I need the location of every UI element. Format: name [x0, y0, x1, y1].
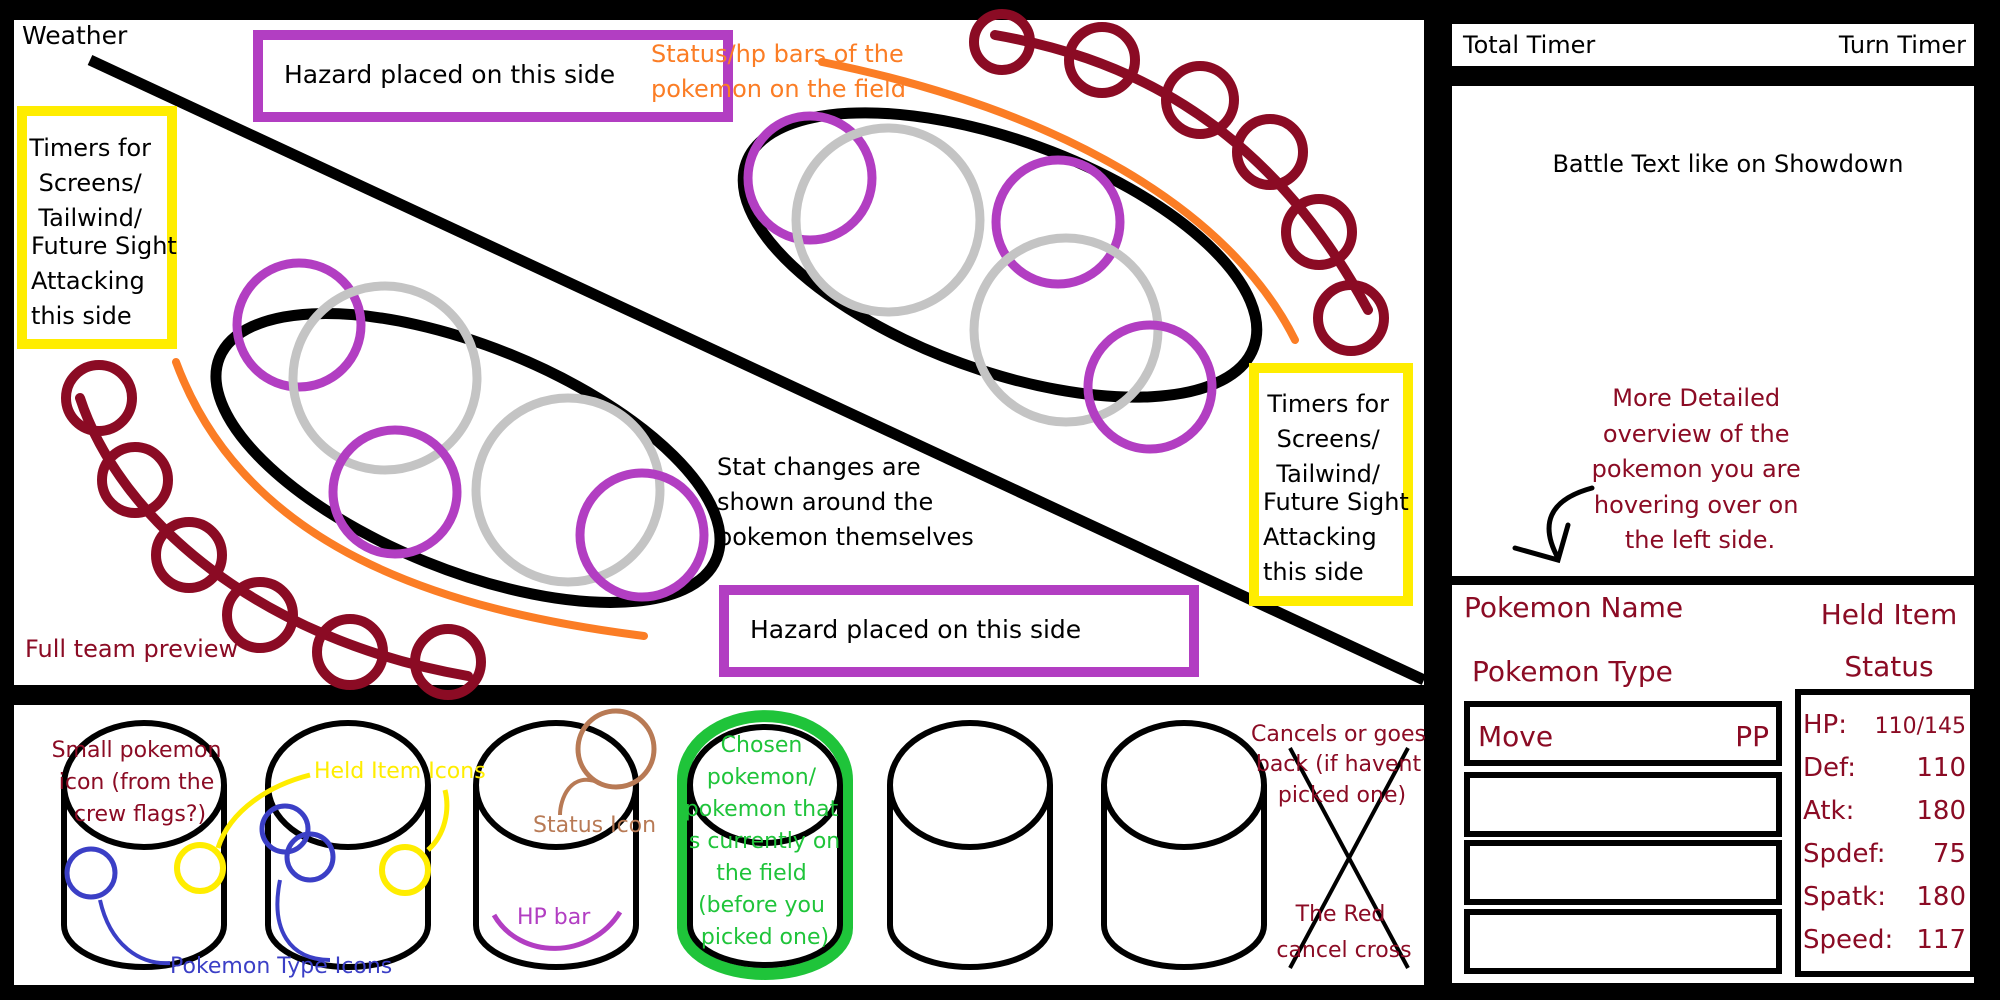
- hazard-box-bottom: Hazard placed on this side: [719, 585, 1199, 677]
- stat-value: 110: [1916, 753, 1966, 783]
- battle-text: Battle Text like on Showdown: [1552, 150, 1903, 178]
- team-slot-5[interactable]: [887, 720, 1053, 970]
- move-button-2[interactable]: [1464, 772, 1782, 837]
- type-icons-note: Pokemon Type Icons: [170, 954, 392, 979]
- detail-arrow: [1512, 485, 1595, 564]
- held-item-icon: [379, 844, 431, 896]
- cancel-note: Cancels or goes back (if havent picked o…: [1251, 722, 1433, 808]
- timers-box-left: Timers for Screens/ Tailwind/ Future Sig…: [17, 106, 184, 349]
- hp-bar-note: HP bar: [517, 905, 591, 930]
- svg-text:PP: PP: [1735, 720, 1769, 753]
- total-timer: Total Timer: [1462, 31, 1595, 59]
- team-slot-3[interactable]: [473, 720, 639, 970]
- detail-overview-note: More Detailed overview of the pokemon yo…: [1592, 384, 1809, 554]
- type-icons-pointer: [98, 879, 331, 966]
- pokemon-type: Pokemon Type: [1472, 655, 1673, 688]
- status-bars-note: Status/hp bars of the pokemon on the fie…: [651, 40, 911, 103]
- stat-label: Def:: [1803, 753, 1856, 783]
- field-divider-line: [87, 55, 1427, 685]
- type-icon: [284, 831, 336, 883]
- cancel-cross-button[interactable]: [1288, 747, 1410, 969]
- player-field-pokemon: [210, 258, 726, 608]
- weather-label: Weather: [22, 21, 128, 50]
- team-slot-6[interactable]: [1101, 720, 1267, 970]
- held-item-icon: [174, 842, 226, 894]
- status-icon-note: Status Icon: [533, 813, 656, 838]
- team-slot-1[interactable]: [61, 720, 227, 970]
- hp-bar-curve: [491, 910, 623, 951]
- move-button-1[interactable]: Move PP: [1464, 701, 1782, 766]
- svg-text:Timers for Screens/: Timers for Screens/ Tailwind/ Future Sig…: [28, 134, 184, 330]
- team-preview-opponent: [969, 9, 1389, 356]
- stat-value: 75: [1933, 839, 1966, 869]
- stat-label: Spatk:: [1803, 882, 1886, 912]
- type-icon: [64, 846, 118, 900]
- team-preview-player: [61, 360, 486, 700]
- turn-timer: Turn Timer: [1838, 31, 1966, 59]
- opponent-field-pokemon: [737, 107, 1263, 454]
- timers-box-right: Timers for Screens/ Tailwind/ Future Sig…: [1249, 363, 1416, 606]
- stat-label: Spdef:: [1803, 839, 1886, 869]
- stat-label: Atk:: [1803, 796, 1854, 826]
- stat-value: 180: [1916, 882, 1966, 912]
- team-slot-2[interactable]: [265, 720, 431, 970]
- stats-box: HP:110/145Def:110Atk:180Spdef:75Spatk:18…: [1795, 689, 1976, 977]
- held-item-pointer: [215, 772, 450, 852]
- team-slot-4-chosen[interactable]: [677, 710, 853, 980]
- battle-text-panel: [1452, 86, 1974, 576]
- status-icon-pointer: [558, 778, 601, 816]
- status-label: Status: [1844, 650, 1933, 683]
- stat-value: 180: [1916, 796, 1966, 826]
- held-item-icons-note: Held Item Icons: [314, 759, 486, 784]
- svg-text:Hazard placed on this side: Hazard placed on this side: [750, 615, 1081, 644]
- stat-label: Speed:: [1803, 925, 1893, 955]
- svg-text:Timers for Screens/: Timers for Screens/ Tailwind/ Future Sig…: [1263, 390, 1416, 586]
- stat-label: HP:: [1803, 710, 1847, 740]
- held-item-label: Held Item: [1821, 598, 1957, 631]
- svg-text:Hazard placed on this side: Hazard placed on this side: [284, 60, 615, 89]
- status-icon: [575, 708, 657, 790]
- stat-value: 117: [1916, 925, 1966, 955]
- timer-bar: [1452, 24, 1974, 66]
- move-button-3[interactable]: [1464, 840, 1782, 905]
- red-cross-note: The Red cancel cross: [1276, 902, 1411, 963]
- team-preview-label: Full team preview: [25, 635, 238, 663]
- svg-text:Move: Move: [1478, 720, 1553, 753]
- pokemon-name: Pokemon Name: [1464, 591, 1683, 624]
- hazard-box-top: Hazard placed on this side: [253, 30, 733, 122]
- status-hp-curve-player: [172, 358, 648, 640]
- status-hp-curve-opponent: [818, 58, 1299, 344]
- stat-value: 110/145: [1875, 714, 1966, 739]
- move-button-4[interactable]: [1464, 909, 1782, 974]
- small-pokemon-icon-note: Small pokemon icon (from the crew flags?…: [52, 738, 229, 827]
- stat-changes-note: Stat changes are shown around the pokemo…: [717, 453, 974, 551]
- chosen-pokemon-note: Chosen pokemon/ pokemon that is currentl…: [683, 733, 847, 950]
